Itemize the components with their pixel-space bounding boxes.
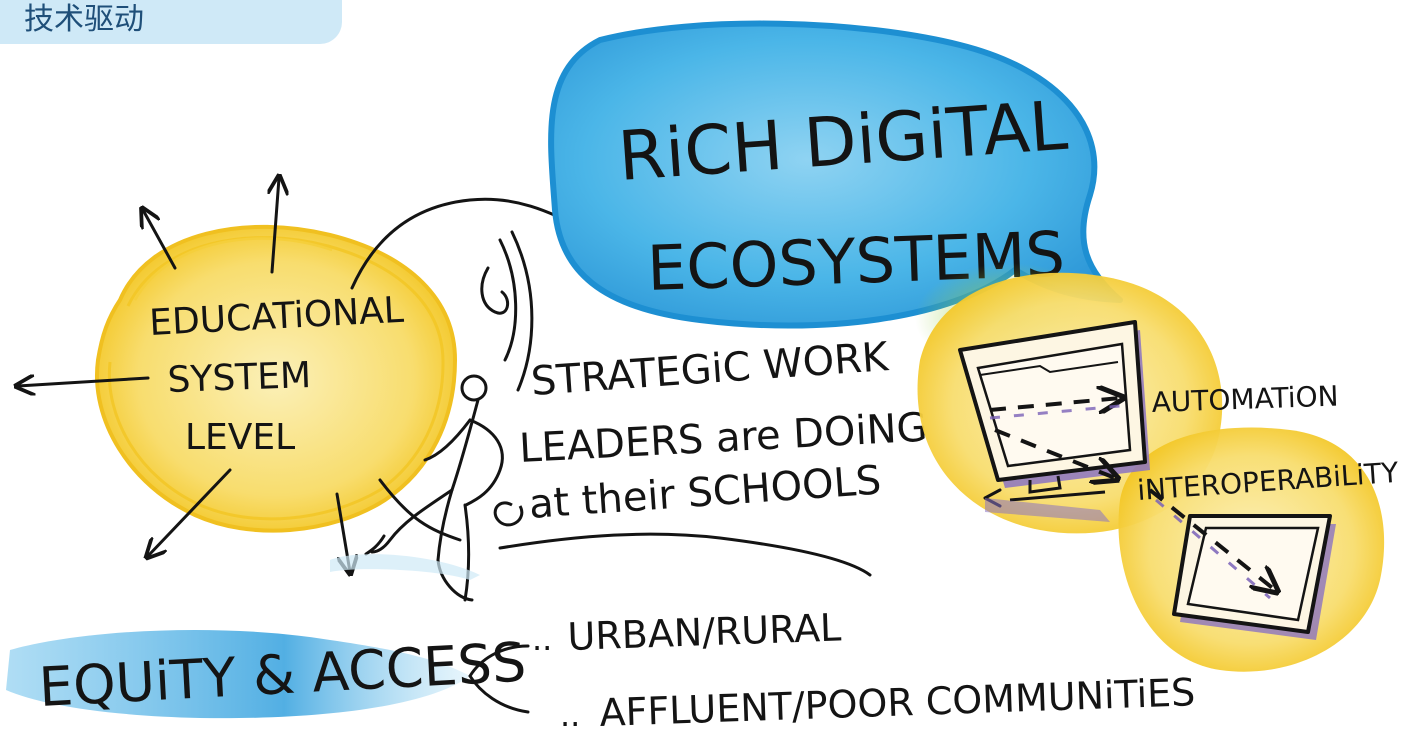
equity-branch1-prefix: ..	[532, 620, 552, 658]
ground-curve	[498, 532, 872, 577]
arrow-up	[272, 178, 279, 274]
flourish-large	[510, 230, 534, 392]
flourish-small	[480, 266, 510, 315]
flourish-mid	[498, 238, 518, 362]
equity-wash	[6, 554, 480, 719]
strategic-text: STRATEGiC WORK LEADERS are DOiNG at thei…	[493, 334, 929, 528]
equity-branch2: AFFLUENT/POOR COMMUNiTiES	[599, 670, 1196, 735]
educational-line3: LEVEL	[185, 417, 295, 458]
leg-back	[463, 503, 471, 602]
educational-line2: SYSTEM	[167, 355, 312, 401]
automation-label: AUTOMATiON	[1151, 379, 1339, 419]
equity-brackets	[468, 644, 530, 714]
equity-branch2-prefix: ..	[560, 696, 580, 734]
tab-label: 技术驱动	[24, 2, 144, 37]
tablet-icon	[1148, 488, 1336, 640]
header-tab[interactable]: 技术驱动	[0, 0, 342, 44]
monitor-icon	[958, 320, 1150, 522]
equity-branch1: URBAN/RURAL	[567, 605, 842, 659]
arrow-up-left	[143, 210, 177, 270]
arrow-down-left	[148, 468, 232, 556]
walking-figure	[364, 230, 872, 602]
arrow-left	[18, 378, 150, 386]
strategic-line1: STRATEGiC WORK	[529, 334, 891, 405]
swirl	[493, 501, 524, 527]
educational-system-blob	[95, 224, 458, 533]
